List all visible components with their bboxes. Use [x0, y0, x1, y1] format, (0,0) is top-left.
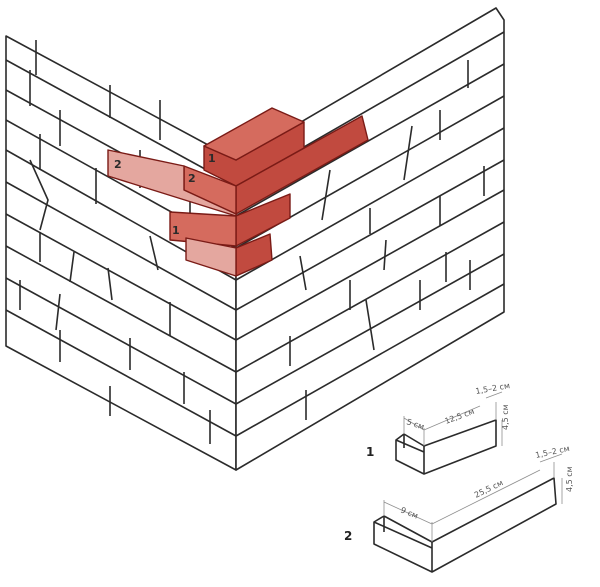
- highlighted-corner-bricks: [107, 107, 369, 277]
- header-brick-left: [107, 149, 237, 217]
- piece-1-dim-depth: 1,5–2 см: [475, 381, 511, 396]
- right-wall-outline: [235, 7, 505, 471]
- piece-1-dim-long: 12,5 см: [444, 407, 476, 426]
- corner-brick-fourth-left: [185, 237, 237, 277]
- left-wall: [5, 35, 237, 471]
- right-wall: [235, 7, 505, 471]
- piece-2-number: 2: [344, 529, 352, 543]
- piece-2-dim-height: 4,5 см: [565, 466, 574, 492]
- piece-1-drawing: 1 5 см 12,5 см 1,5–2 см 4,5 см: [366, 381, 511, 475]
- piece-1-dim-height: 4,5 см: [501, 404, 510, 430]
- piece-2-outline: [373, 477, 557, 573]
- wall-label-corner-second: 2: [188, 172, 196, 185]
- piece-2-drawing: 2 9 см 25,5 см 1,5–2 см 4,5 см: [344, 444, 574, 573]
- wall-label-top-corner: 1: [208, 152, 216, 165]
- piece-1-dim-short: 5 см: [405, 417, 425, 431]
- piece-1-number: 1: [366, 445, 374, 459]
- piece-1-outline: [395, 419, 497, 475]
- wall-label-corner-third: 1: [172, 224, 180, 237]
- piece-2-dim-long: 25,5 см: [473, 478, 505, 500]
- piece-2-dim-short: 9 см: [399, 506, 419, 521]
- wall-label-left-header: 2: [114, 158, 122, 171]
